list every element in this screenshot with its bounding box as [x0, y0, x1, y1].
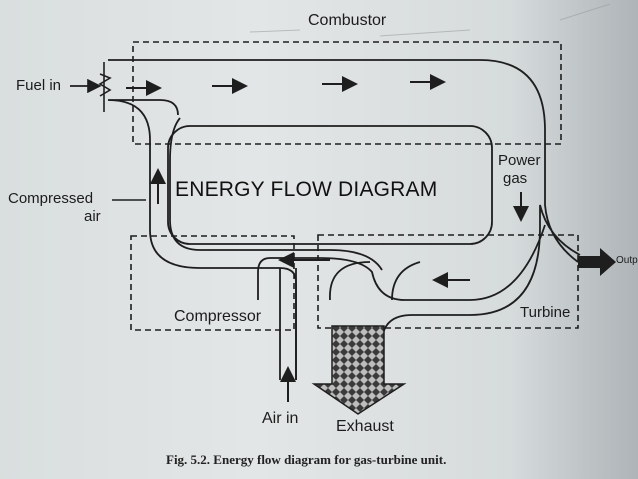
output-arrow-icon [578, 248, 616, 276]
combustor-label: Combustor [308, 12, 387, 29]
turbine-label: Turbine [520, 304, 571, 321]
paper-bleed-marks [249, 3, 611, 37]
flow-duct-exhaust-walls [329, 261, 421, 301]
combustor-box [132, 41, 562, 145]
compressor-box [130, 235, 295, 331]
diagram-title: ENERGY FLOW DIAGRAM [175, 178, 438, 201]
flow-duct-outer [108, 59, 581, 341]
power-gas-label-line2: gas [503, 170, 528, 187]
output-label: Output [616, 255, 638, 266]
fuel-in-label: Fuel in [16, 77, 62, 94]
figure-caption: Fig. 5.2. Energy flow diagram for gas-tu… [166, 452, 447, 467]
exhaust-label: Exhaust [336, 418, 394, 435]
compressor-label: Compressor [174, 308, 262, 325]
air-in-label: Air in [262, 410, 299, 427]
inner-loop [167, 125, 493, 245]
exhaust-arrow-icon [311, 325, 407, 415]
compressed-air-label: Compressed [8, 190, 94, 207]
flow-duct-air-in [279, 268, 297, 380]
flow-duct-turbine-return [257, 224, 546, 301]
compressed-air-label-line2: air [84, 208, 101, 225]
fuel-injector-icon [98, 62, 112, 112]
power-gas-label: Power [498, 152, 541, 169]
turbine-box [317, 234, 579, 329]
